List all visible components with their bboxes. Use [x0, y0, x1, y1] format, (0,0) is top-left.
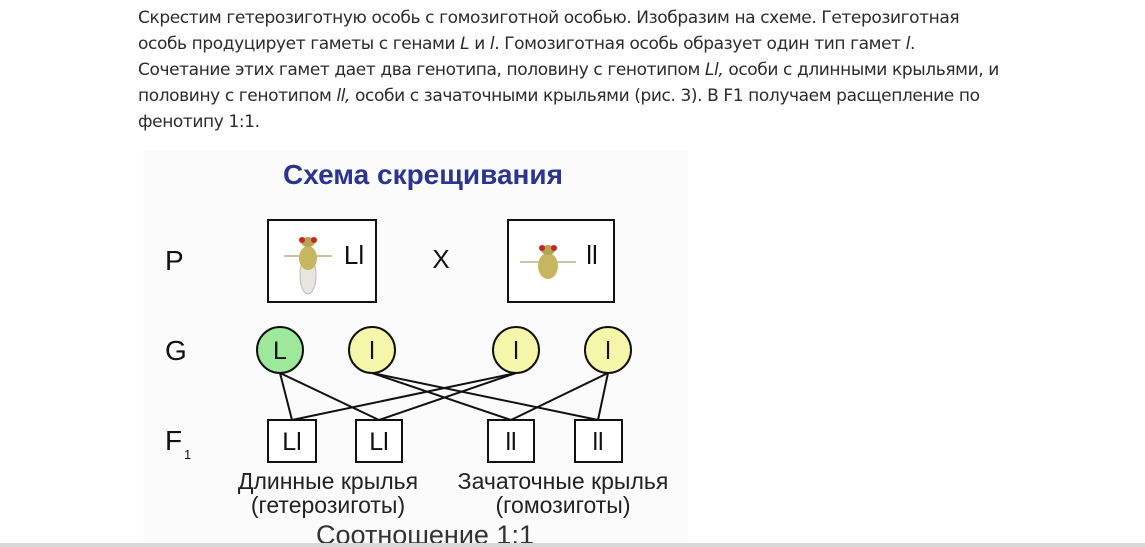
offspring-box: [574, 419, 623, 463]
gamete-label: l: [369, 337, 375, 365]
label-heterozygous: (гетерозиготы): [251, 492, 405, 518]
genotype: ll,: [336, 86, 351, 106]
gene-symbol: L: [460, 34, 470, 54]
cross-sign: X: [432, 244, 449, 274]
row-label-p: P: [165, 245, 184, 276]
text: особи с длинными крыльями, и половину с …: [138, 60, 999, 106]
parent1-box: [267, 219, 377, 303]
ratio-label: Соотношение 1:1: [316, 520, 534, 547]
offspring-box: [355, 419, 403, 463]
gamete-recessive: [584, 326, 632, 374]
scheme-title: Схема скрещивания: [283, 159, 563, 190]
offspring-box: [267, 419, 317, 463]
gamete-label: l: [513, 337, 519, 365]
genotype: Ll,: [704, 60, 724, 80]
gene-symbol: l: [905, 34, 911, 54]
explanation-paragraph: Скрестим гетерозиготную особь с гомозиго…: [138, 5, 1008, 135]
vestigial-wing-fly-icon: [520, 245, 576, 279]
gene-symbol: l: [489, 34, 495, 54]
gamete-recessive: [492, 326, 540, 374]
offspring-genotype: Ll: [282, 428, 301, 456]
parent1-genotype: Ll: [344, 240, 364, 270]
parent2-genotype: ll: [586, 240, 598, 270]
text: . Сочетание этих гамет дает два генотипа…: [138, 34, 915, 80]
bottom-divider: [0, 543, 1145, 547]
text: . Гомозиготная особь образует один тип г…: [494, 34, 906, 54]
row-label-f: F: [165, 425, 182, 456]
text: Скрестим гетерозиготную особь с гомозиго…: [138, 8, 960, 54]
gamete-dominant: [256, 326, 304, 374]
offspring-genotype: ll: [592, 428, 603, 456]
parent2-box: [507, 219, 615, 303]
label-vestigial-wings: Зачаточные крылья: [458, 468, 669, 494]
row-label-f-subscript: 1: [184, 447, 191, 462]
label-homozygous: (гомозиготы): [496, 492, 631, 518]
gamete-label: L: [273, 337, 287, 365]
offspring-genotype: ll: [505, 428, 516, 456]
row-label-g: G: [165, 335, 187, 366]
offspring-genotype: Ll: [369, 428, 388, 456]
text: особи с зачаточными крыльями (рис. 3). В…: [138, 86, 980, 132]
cross-lines: [279, 372, 609, 421]
gamete-recessive: [348, 326, 396, 374]
text: и: [469, 34, 490, 54]
offspring-box: [487, 419, 535, 463]
gamete-label: l: [605, 337, 611, 365]
label-long-wings: Длинные крылья: [238, 468, 418, 494]
long-wing-fly-icon: [284, 237, 332, 295]
